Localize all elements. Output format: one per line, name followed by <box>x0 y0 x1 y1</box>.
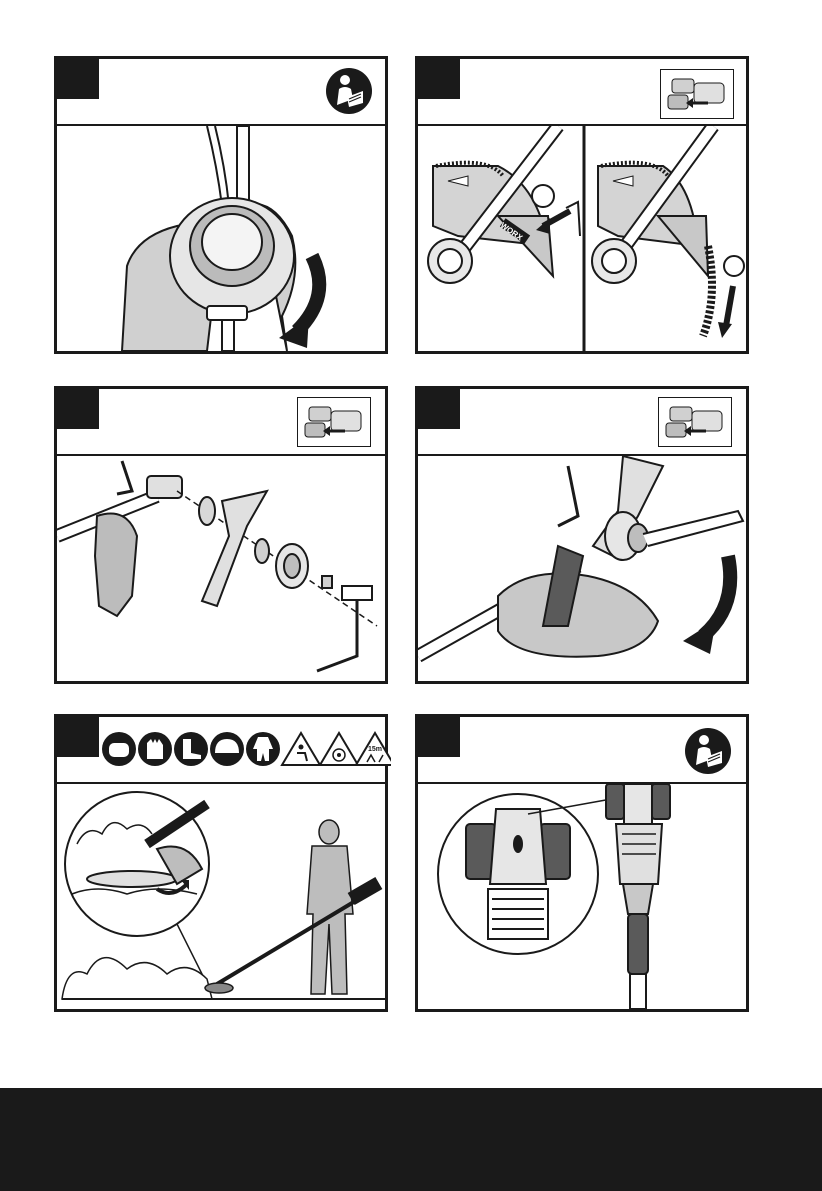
step-number-badge <box>57 717 99 757</box>
blade-tightening-illustration <box>418 456 746 681</box>
distance-text: 15m <box>368 746 382 753</box>
panel-step-5: 15m <box>54 714 388 1012</box>
panel-header <box>57 389 385 456</box>
helmet-icon <box>210 732 244 766</box>
step-number-badge <box>57 389 99 429</box>
panel-illustration <box>57 126 385 351</box>
panel-header <box>57 59 385 126</box>
read-manual-icon <box>325 67 373 115</box>
panel-header <box>418 717 746 784</box>
slip-warning-icon <box>282 733 320 765</box>
panel-illustration: WORX <box>418 126 746 351</box>
blade-exploded-view-illustration <box>57 456 385 681</box>
panel-header: 15m <box>57 717 385 784</box>
step-number-badge <box>418 389 460 429</box>
panel-illustration <box>57 784 385 1009</box>
trimmer-head-illustration <box>57 126 385 351</box>
distance-warning-icon: 15m <box>356 733 391 765</box>
remove-battery-icon <box>297 397 371 447</box>
operating-position-illustration <box>57 784 385 1009</box>
panel-step-1 <box>54 56 388 354</box>
battery-housing-illustration <box>418 784 746 1009</box>
remove-battery-icon <box>658 397 732 447</box>
boots-icon <box>174 732 208 766</box>
panel-header <box>418 389 746 456</box>
step-number-badge <box>418 717 460 757</box>
ppe-icon-row: 15m <box>101 729 391 769</box>
guard-removal-illustration: WORX <box>418 126 746 351</box>
step-number-badge <box>418 59 460 99</box>
thrown-objects-warning-icon <box>320 733 358 765</box>
gloves-icon <box>138 732 172 766</box>
panel-illustration <box>57 456 385 681</box>
panel-illustration <box>418 784 746 1009</box>
step-number-badge <box>57 59 99 99</box>
face-mask-icon <box>102 732 136 766</box>
panel-illustration <box>418 456 746 681</box>
page-footer-band <box>0 1088 822 1191</box>
remove-battery-icon <box>660 69 734 119</box>
panel-step-3 <box>54 386 388 684</box>
panel-step-6 <box>415 714 749 1012</box>
overalls-icon <box>246 732 280 766</box>
panel-header <box>418 59 746 126</box>
panel-step-2: WORX <box>415 56 749 354</box>
read-manual-icon <box>684 727 732 775</box>
panel-step-4 <box>415 386 749 684</box>
